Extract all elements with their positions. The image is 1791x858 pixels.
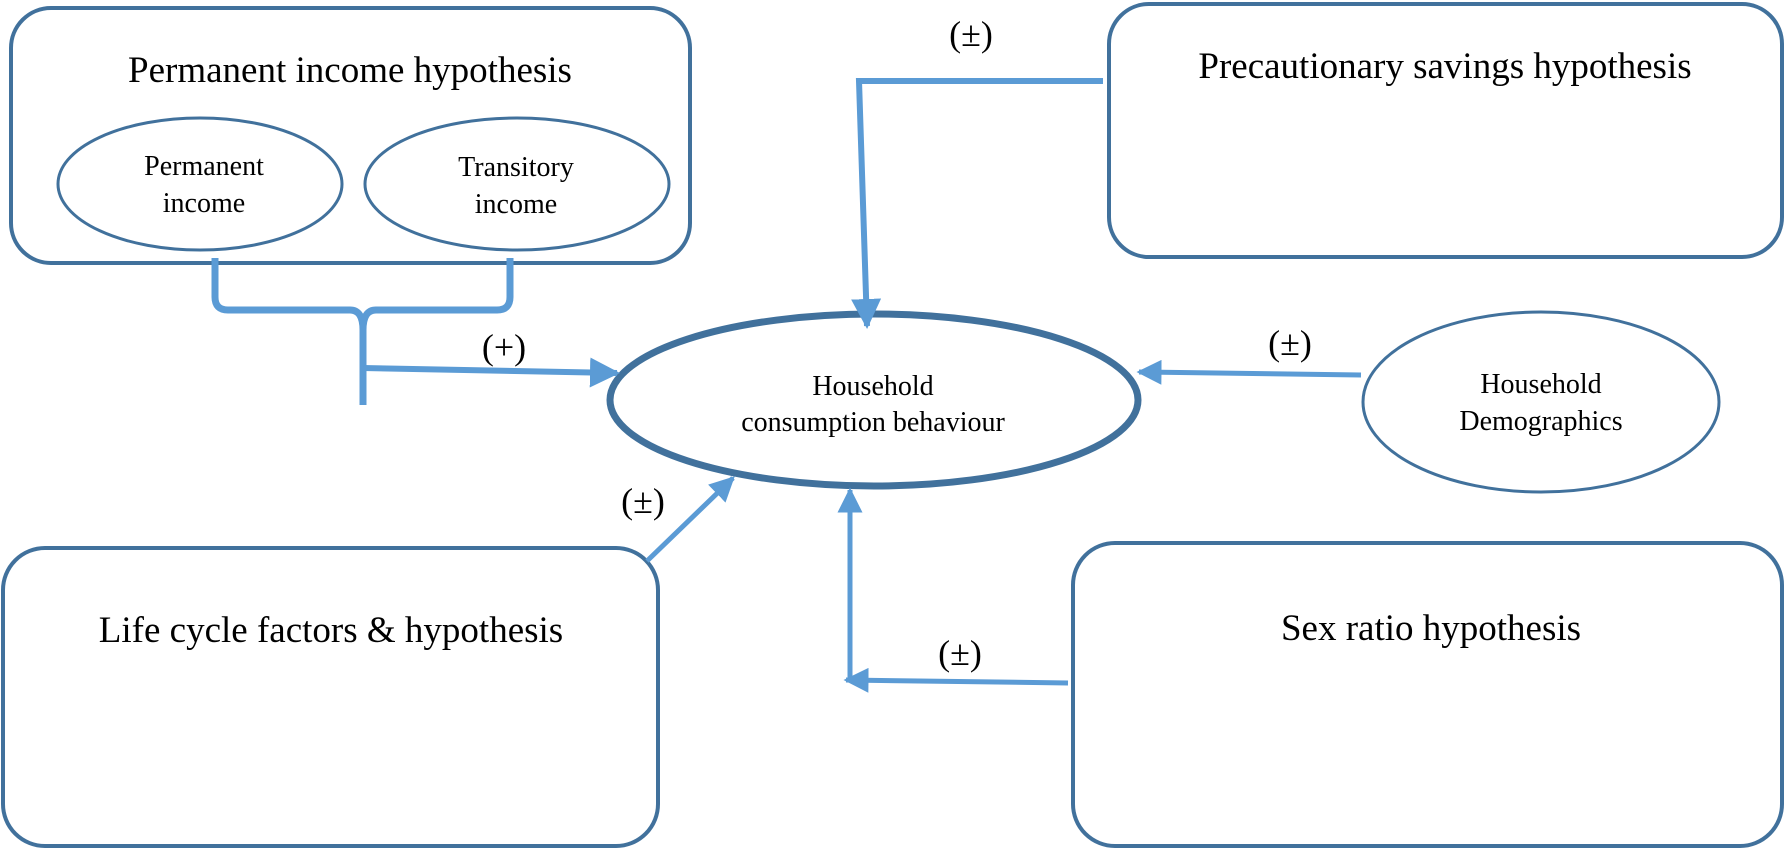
household-demographics-sign: (±) [1268,323,1312,363]
life-cycle-sign: (±) [621,481,665,521]
household-demographics-node: Household Demographics [1361,310,1721,494]
precautionary-savings-hypothesis-box [1107,2,1784,259]
sex-ratio-title: Sex ratio hypothesis [1281,608,1581,649]
life-cycle-node: Life cycle factors & hypothesis [1,546,660,848]
precautionary-savings-arrow [851,78,1103,329]
household-demographics-arrow [1136,359,1362,385]
sex-ratio-connector: (±) [837,487,1069,693]
permanent-income-label-line2: income [163,188,245,219]
transitory-income-ellipse-node: Transitory income [363,116,671,252]
sex-ratio-sign: (±) [938,633,982,673]
precautionary-savings-hypothesis-title: Precautionary savings hypothesis [1198,46,1691,87]
household-consumption-label-line2: consumption behaviour [741,407,1005,438]
income-bracket-right [359,258,514,331]
permanent-income-arrow [362,357,620,388]
permanent-income-sign: (+) [482,327,526,367]
household-demographics-label-line1: Household [1480,369,1601,400]
household-demographics-label-line2: Demographics [1459,406,1622,437]
permanent-income-ellipse-node: Permanent income [56,116,344,252]
permanent-income-connector: (+) [211,258,620,405]
income-bracket [211,258,367,405]
life-cycle-arrow [645,476,735,563]
permanent-income-hypothesis-title: Permanent income hypothesis [128,50,572,91]
precautionary-savings-hypothesis-node: Precautionary savings hypothesis [1107,2,1784,259]
sex-ratio-node: Sex ratio hypothesis [1071,541,1784,848]
household-consumption-node: Household consumption behaviour [606,310,1142,490]
sex-ratio-horizontal-arrow [843,667,1069,693]
transitory-income-ellipse [363,116,671,252]
sex-ratio-box [1071,541,1784,848]
household-demographics-ellipse [1361,310,1721,494]
household-consumption-label-line1: Household [812,371,933,402]
household-demographics-connector: (±) [1136,323,1362,385]
permanent-income-ellipse [56,116,344,252]
transitory-income-label-line1: Transitory [458,152,574,183]
permanent-income-hypothesis-node: Permanent income hypothesis Permanent in… [9,6,692,265]
life-cycle-connector: (±) [621,476,735,563]
permanent-income-label-line1: Permanent [144,151,264,182]
life-cycle-box [1,546,660,848]
life-cycle-title: Life cycle factors & hypothesis [99,610,563,651]
precautionary-savings-sign: (±) [949,14,993,54]
transitory-income-label-line2: income [475,189,557,220]
precautionary-savings-connector: (±) [851,14,1103,329]
